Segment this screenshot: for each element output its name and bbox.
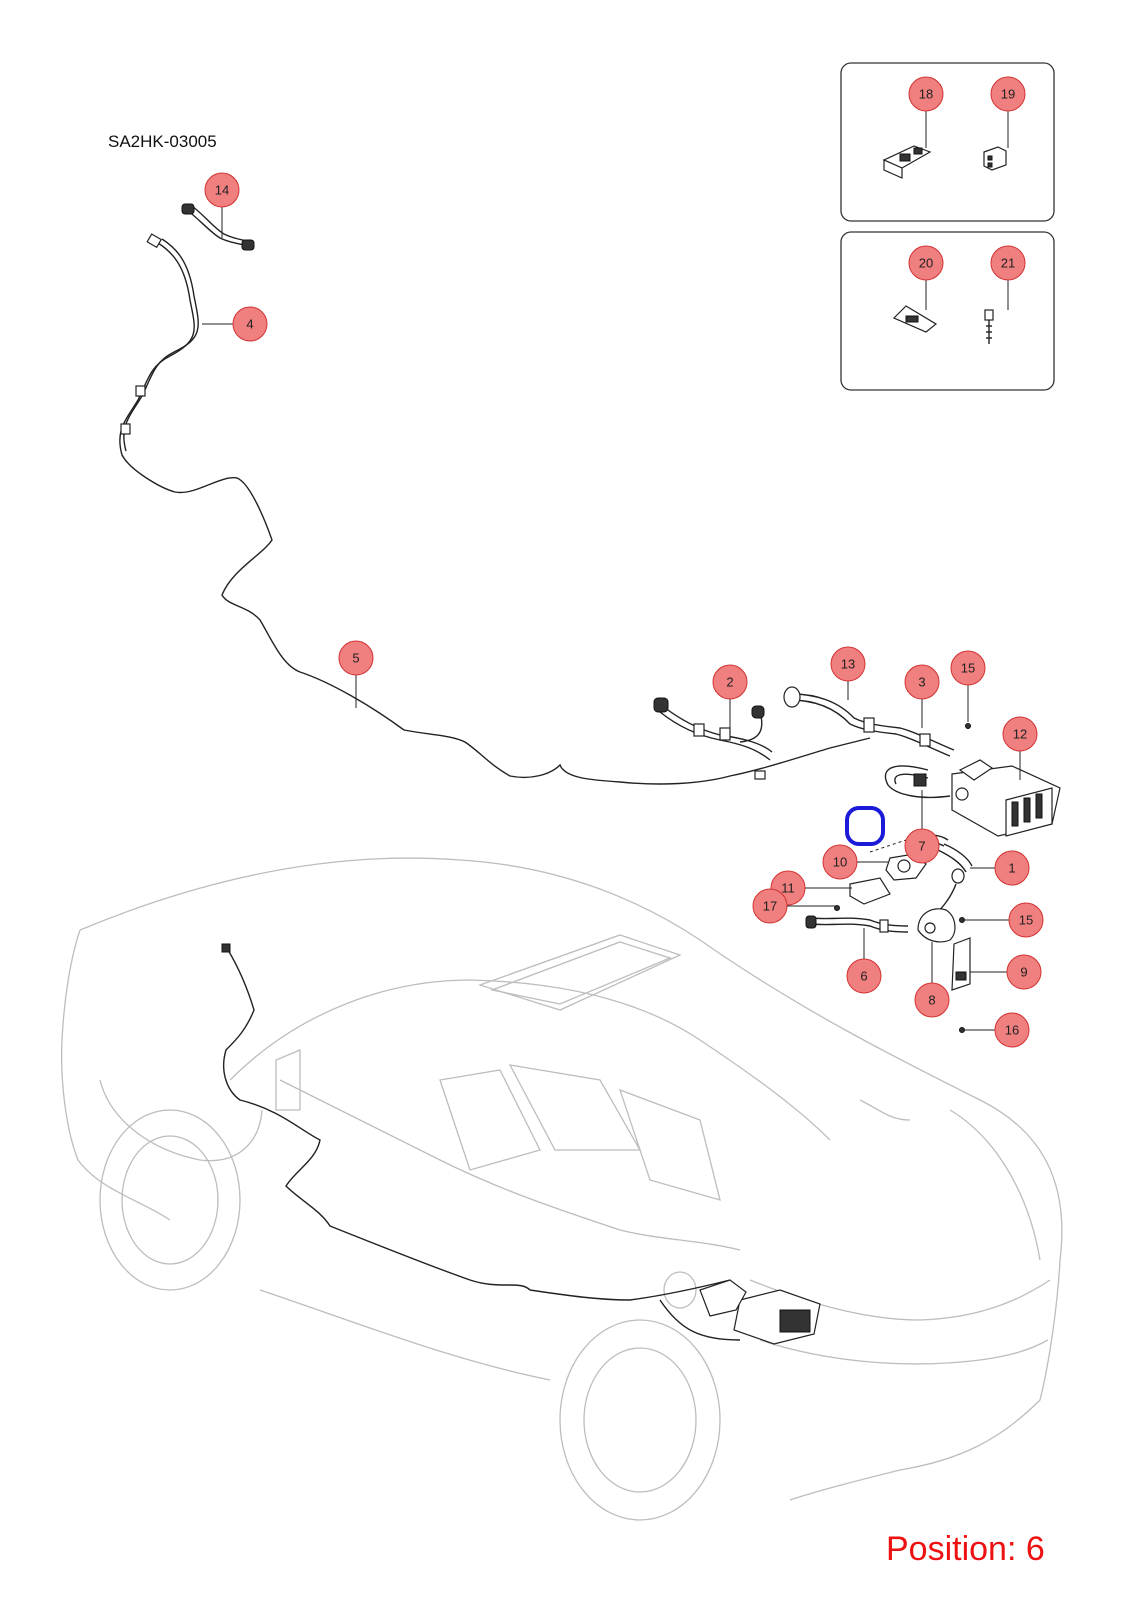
callout-17[interactable]: 17 [752,888,788,924]
callout-number: 15 [1019,913,1033,928]
callout-8[interactable]: 8 [914,982,950,1018]
callout-9[interactable]: 9 [1006,954,1042,990]
callout-16[interactable]: 16 [994,1012,1030,1048]
vehicle-outline [61,857,1063,1521]
callout-10[interactable]: 10 [822,844,858,880]
callout-number: 2 [726,675,733,690]
callout-number: 17 [763,899,777,914]
part-21-bolt [984,309,994,344]
callout-circle [822,844,858,880]
part-1-hose [931,843,973,919]
callout-circle [994,1012,1030,1048]
callout-12[interactable]: 12 [1002,716,1038,752]
part-14-hose [181,203,255,251]
callout-15a[interactable]: 15 [950,650,986,686]
part-18-clip [882,145,932,179]
callout-number: 12 [1013,727,1027,742]
part-13-3-lines [783,686,955,757]
callout-circle [1008,902,1044,938]
callout-number: 15 [961,661,975,676]
callout-circle [338,640,374,676]
callout-circle [830,646,866,682]
callout-number: 16 [1005,1023,1019,1038]
callout-circle [204,172,240,208]
callout-5[interactable]: 5 [338,640,374,676]
vehicle-fuel-line [221,943,821,1345]
callout-number: 11 [781,881,795,896]
callout-7[interactable]: 7 [904,828,940,864]
callout-circle [712,664,748,700]
callout-circle [914,982,950,1018]
highlight-marker [845,806,885,846]
callout-20[interactable]: 20 [908,245,944,281]
part-19-connector [983,146,1007,171]
callout-circle [1006,954,1042,990]
callout-13[interactable]: 13 [830,646,866,682]
callout-circle [1002,716,1038,752]
callout-circle [232,306,268,342]
callout-21[interactable]: 21 [990,245,1026,281]
callout-number: 4 [246,317,253,332]
callout-15b[interactable]: 15 [1008,902,1044,938]
callout-6[interactable]: 6 [846,958,882,994]
fuel-line-5 [119,233,871,785]
callout-circle [752,888,788,924]
callout-number: 1 [1008,861,1015,876]
callout-number: 7 [918,839,925,854]
callout-number: 9 [1020,965,1027,980]
part-2-hose [653,697,773,761]
callout-number: 14 [215,183,229,198]
callout-number: 20 [919,256,933,271]
part-11-bracket [849,877,891,905]
callout-19[interactable]: 19 [990,76,1026,112]
part-8-filter [917,908,956,943]
callout-circle [908,245,944,281]
callout-number: 13 [841,657,855,672]
part-20-bracket [892,305,938,333]
callout-number: 19 [1001,87,1015,102]
callout-number: 8 [928,993,935,1008]
callout-number: 10 [833,855,847,870]
callout-number: 21 [1001,256,1015,271]
callout-circle [990,245,1026,281]
callout-number: 6 [860,969,867,984]
part-6-hose [805,915,909,933]
callout-circle [904,664,940,700]
callout-circle [990,76,1026,112]
callout-14[interactable]: 14 [204,172,240,208]
callout-1[interactable]: 1 [994,850,1030,886]
callout-18[interactable]: 18 [908,76,944,112]
callout-number: 18 [919,87,933,102]
position-label: Position: 6 [886,1530,1045,1568]
callout-circle [950,650,986,686]
callout-circle [846,958,882,994]
part-12-canister [951,759,1061,837]
callout-circle [904,828,940,864]
callout-circle [908,76,944,112]
part-9-bracket [951,937,971,991]
callout-2[interactable]: 2 [712,664,748,700]
diagram-code: SA2HK-03005 [108,132,217,151]
u-hose [884,765,951,799]
callout-number: 5 [352,651,359,666]
callout-4[interactable]: 4 [232,306,268,342]
callout-circle [994,850,1030,886]
callout-number: 3 [918,675,925,690]
callout-3[interactable]: 3 [904,664,940,700]
